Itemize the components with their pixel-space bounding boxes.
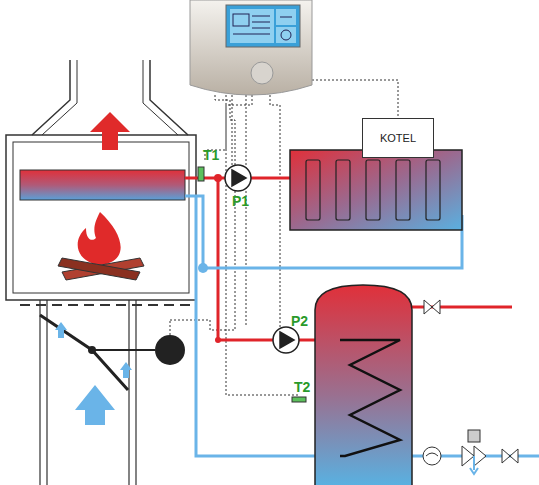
node-label: KOTEL (380, 132, 416, 144)
boiler-box: KOTEL (362, 118, 434, 158)
component-label: T1 (203, 148, 219, 162)
component-label: P2 (291, 314, 308, 328)
component-label: P1 (232, 194, 249, 208)
component-label: T2 (294, 380, 310, 394)
